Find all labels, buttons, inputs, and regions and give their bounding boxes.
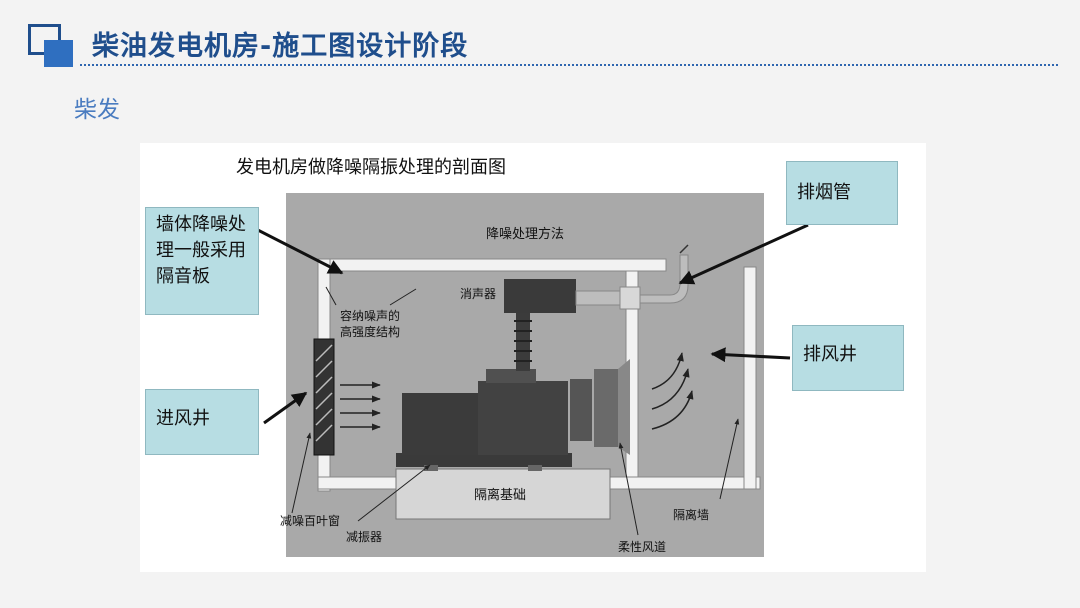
label-louver: 减噪百叶窗 <box>280 514 340 528</box>
label-flex-duct: 柔性风道 <box>618 540 666 554</box>
isolation-foundation <box>395 468 611 520</box>
damper-right <box>528 465 542 471</box>
roof-slab <box>317 258 667 272</box>
label-structure-line1: 容纳噪声的 <box>340 308 400 323</box>
damper-left <box>424 465 438 471</box>
exhaust-pipe-horizontal <box>575 290 623 306</box>
section-subtitle: 柴发 <box>74 97 120 123</box>
outer-isolation-wall <box>743 266 757 490</box>
callout-exhaust-pipe: 排烟管 <box>786 161 898 225</box>
louver <box>313 338 335 456</box>
radiator <box>594 369 618 447</box>
generator-block <box>402 393 478 455</box>
generator-base <box>396 453 572 467</box>
exhaust-pipe-joint <box>619 286 641 310</box>
floor-left <box>317 476 397 490</box>
label-damper: 减振器 <box>346 530 382 544</box>
floor-right <box>609 476 761 490</box>
radiator-collar <box>618 359 630 455</box>
exhaust-pipe-bend <box>639 254 689 304</box>
callout-wall-treatment: 墙体降噪处理一般采用隔音板 <box>145 207 259 315</box>
diagram-figure: 发电机房做降噪隔振处理的剖面图 <box>140 143 926 572</box>
label-method: 降噪处理方法 <box>486 226 564 242</box>
title-divider <box>80 64 1058 66</box>
label-muffler: 消声器 <box>460 287 496 301</box>
engine-block <box>478 381 568 455</box>
label-isolation-wall: 隔离墙 <box>673 507 709 522</box>
label-structure-line2: 高强度结构 <box>340 324 400 339</box>
page-title: 柴油发电机房-施工图设计阶段 <box>92 31 469 62</box>
diagram-caption: 发电机房做降噪隔振处理的剖面图 <box>236 157 506 178</box>
engine-top <box>486 369 536 383</box>
generator-room-section-diagram: 发电机房做降噪隔振处理的剖面图 <box>236 157 809 557</box>
logo-icon <box>28 24 73 67</box>
cooling-fan <box>570 379 592 441</box>
label-foundation: 隔离基础 <box>474 487 526 503</box>
callout-intake-shaft: 进风井 <box>145 389 259 455</box>
muffler <box>504 279 576 313</box>
callout-exhaust-shaft: 排风井 <box>792 325 904 391</box>
